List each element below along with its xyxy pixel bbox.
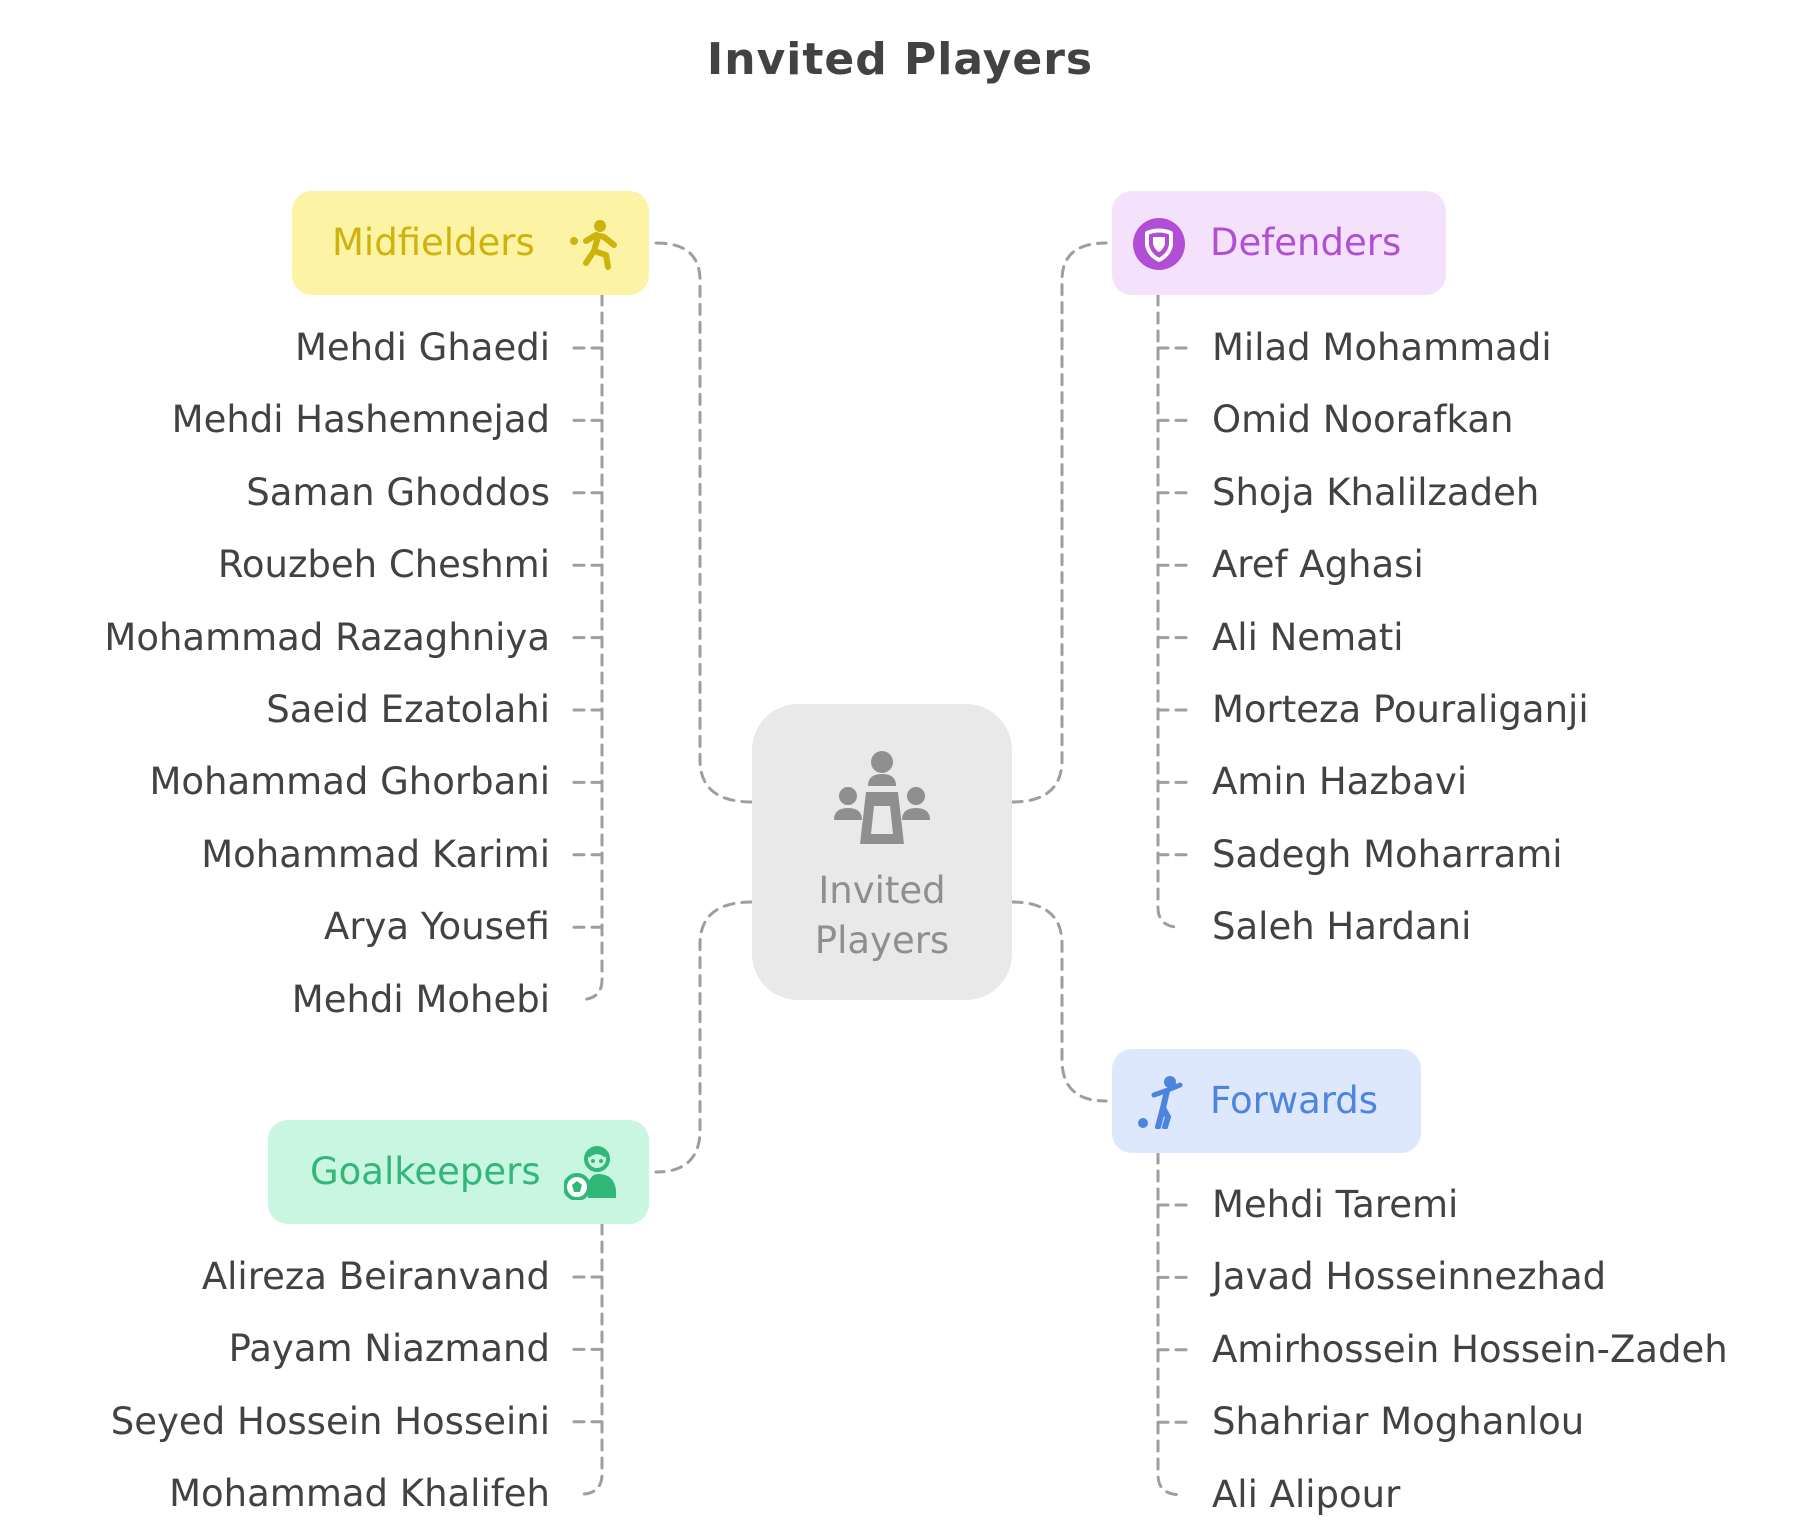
forwards-player-item[interactable]: Mehdi Taremi — [1212, 1183, 1459, 1226]
central-topic-node[interactable]: Invited Players — [752, 704, 1012, 1000]
central-topic-label: Invited Players — [814, 869, 950, 962]
midfielders-player-item[interactable]: Arya Yousefi — [324, 905, 550, 949]
defenders-player-item[interactable]: Sadegh Moharrami — [1212, 832, 1563, 876]
defenders-player-item[interactable]: Omid Noorafkan — [1212, 398, 1514, 442]
midfielders-player-item[interactable]: Mohammad Karimi — [201, 832, 550, 876]
connector-center-forwards — [1010, 900, 1108, 1103]
defenders-player-item[interactable]: Aref Aghasi — [1212, 543, 1424, 587]
midfielders-player-item[interactable]: Mohammad Razaghniya — [104, 615, 550, 659]
connector-center-goalkeepers — [654, 900, 754, 1174]
midfielders-player-item[interactable]: Mehdi Ghaedi — [295, 326, 550, 369]
branch-midfielders-label: Midfielders — [332, 221, 535, 264]
forwards-player-item[interactable]: Amirhossein Hossein-Zadeh — [1212, 1327, 1728, 1371]
defenders-player-item[interactable]: Milad Mohammadi — [1212, 326, 1552, 369]
goalkeepers-trunk-line — [578, 1222, 604, 1496]
branch-forwards[interactable]: Forwards — [1112, 1049, 1421, 1153]
meeting-table-icon — [834, 751, 930, 844]
defenders-player-item[interactable]: Ali Nemati — [1212, 615, 1404, 659]
forwards-player-item[interactable]: Ali Alipour — [1212, 1472, 1401, 1516]
defenders-player-item[interactable]: Morteza Pouraliganji — [1212, 688, 1589, 731]
player-with-ball-icon — [564, 1146, 616, 1200]
goalkeepers-player-item[interactable]: Alireza Beiranvand — [201, 1255, 550, 1298]
branch-midfielders[interactable]: Midfielders — [292, 191, 649, 295]
goalkeepers-player-item[interactable]: Mohammad Khalifeh — [169, 1472, 550, 1516]
defenders-player-item[interactable]: Amin Hazbavi — [1212, 760, 1468, 804]
running-player-icon — [570, 220, 617, 270]
midfielders-player-item[interactable]: Mehdi Mohebi — [291, 977, 550, 1021]
midfielders-player-item[interactable]: Rouzbeh Cheshmi — [217, 543, 550, 587]
goalkeepers-player-item[interactable]: Seyed Hossein Hosseini — [110, 1399, 550, 1443]
connector-center-defenders — [1010, 241, 1108, 804]
branch-goalkeepers-label: Goalkeepers — [310, 1150, 541, 1193]
forwards-trunk-line — [1156, 1151, 1182, 1497]
connector-center-midfielders — [654, 241, 754, 804]
branch-goalkeepers[interactable]: Goalkeepers — [268, 1120, 649, 1224]
midfielders-trunk-line — [578, 293, 604, 1002]
midfielders-player-item[interactable]: Saeid Ezatolahi — [266, 688, 550, 731]
kicking-player-icon — [1138, 1076, 1183, 1129]
branch-defenders-label: Defenders — [1210, 221, 1402, 264]
midfielders-player-item[interactable]: Mohammad Ghorbani — [149, 760, 550, 804]
diagram-title: Invited Players — [706, 34, 1094, 85]
defenders-player-item[interactable]: Shoja Khalilzadeh — [1212, 470, 1540, 514]
midfielders-player-item[interactable]: Mehdi Hashemnejad — [171, 398, 550, 442]
goalkeepers-player-item[interactable]: Payam Niazmand — [228, 1327, 550, 1371]
midfielders-player-item[interactable]: Saman Ghoddos — [246, 470, 550, 514]
branch-defenders[interactable]: Defenders — [1112, 191, 1446, 295]
defenders-player-item[interactable]: Saleh Hardani — [1212, 905, 1472, 949]
defenders-trunk-line — [1156, 293, 1182, 929]
forwards-player-item[interactable]: Javad Hosseinnezhad — [1212, 1255, 1607, 1299]
branch-forwards-label: Forwards — [1210, 1079, 1379, 1122]
shield-icon — [1133, 218, 1185, 270]
forwards-player-item[interactable]: Shahriar Moghanlou — [1212, 1400, 1585, 1444]
